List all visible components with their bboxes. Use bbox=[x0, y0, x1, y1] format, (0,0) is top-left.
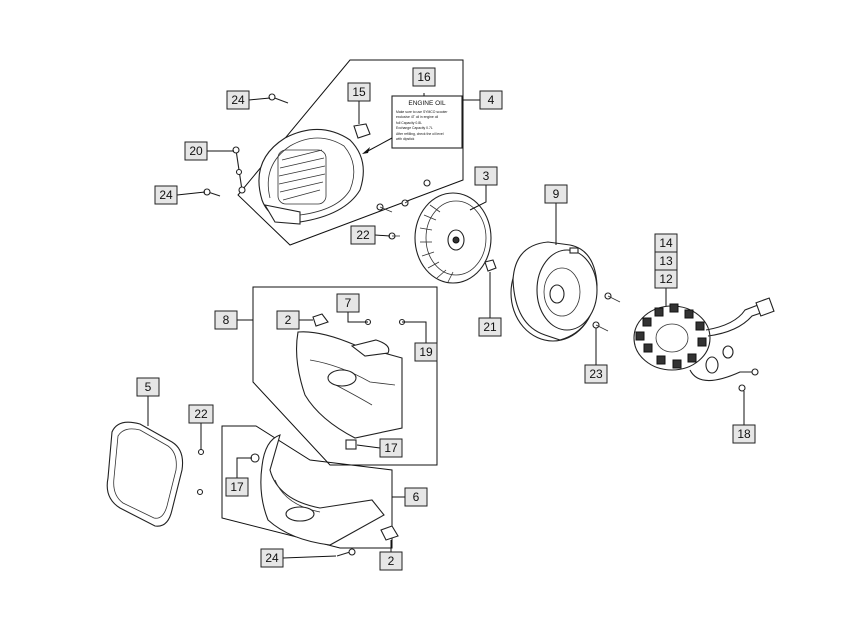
svg-text:8: 8 bbox=[223, 313, 230, 327]
callout-12: 12 bbox=[654, 269, 678, 289]
callout-21: 21 bbox=[478, 317, 502, 337]
callout-5: 5 bbox=[136, 377, 160, 397]
bolts-19 bbox=[364, 318, 406, 326]
callout-9: 9 bbox=[544, 184, 568, 204]
svg-text:9: 9 bbox=[553, 187, 560, 201]
callout-19: 19 bbox=[414, 342, 438, 362]
sticker-line-2: exclusive 4T oil in engine oil bbox=[396, 115, 438, 119]
fan-cover bbox=[258, 128, 364, 225]
callout-8: 8 bbox=[214, 310, 238, 330]
callout-2-lower: 2 bbox=[379, 551, 403, 571]
svg-text:21: 21 bbox=[483, 320, 497, 334]
engine-oil-sticker: ENGINE OIL Make sure to use SYMCO scoote… bbox=[391, 95, 463, 149]
bolt-24-bottom bbox=[336, 548, 356, 557]
sticker-arrow-head bbox=[362, 147, 370, 154]
svg-text:2: 2 bbox=[388, 554, 395, 568]
svg-text:22: 22 bbox=[194, 407, 208, 421]
upper-shroud bbox=[296, 331, 403, 439]
sticker-line-3: full Capacity 0.8L bbox=[396, 121, 422, 125]
stator bbox=[633, 303, 711, 371]
callout-17-upper: 17 bbox=[379, 438, 403, 458]
lower-shroud-group-frame bbox=[221, 425, 393, 549]
callout-18: 18 bbox=[732, 424, 756, 444]
callout-22-top: 22 bbox=[350, 225, 376, 245]
bolt-24-top bbox=[268, 93, 289, 104]
callout-17-lower: 17 bbox=[225, 477, 249, 497]
svg-text:15: 15 bbox=[352, 85, 366, 99]
callout-6: 6 bbox=[404, 487, 428, 507]
callout-16: 16 bbox=[412, 67, 436, 87]
sticker-line-6: with dipstick bbox=[396, 137, 415, 141]
gasket bbox=[106, 421, 184, 527]
leader-lines bbox=[147, 93, 745, 559]
svg-text:24: 24 bbox=[231, 93, 245, 107]
callout-22-lower: 22 bbox=[188, 404, 214, 424]
callout-15: 15 bbox=[347, 82, 371, 102]
bolts-23 bbox=[592, 292, 621, 332]
svg-text:5: 5 bbox=[145, 380, 152, 394]
clip-17-lower bbox=[250, 453, 260, 463]
callout-24-mid: 24 bbox=[154, 185, 178, 205]
svg-text:17: 17 bbox=[384, 441, 398, 455]
bolt-24-mid bbox=[203, 188, 221, 197]
sticker-line-4: Exchange Capacity 0.7L bbox=[396, 126, 433, 130]
callout-24-bottom: 24 bbox=[260, 548, 284, 568]
nut-21 bbox=[484, 259, 497, 272]
fan-cover-group-frame bbox=[237, 59, 464, 246]
clip-2-upper bbox=[312, 313, 329, 327]
svg-text:16: 16 bbox=[417, 70, 431, 84]
svg-text:6: 6 bbox=[413, 490, 420, 504]
cooling-fan bbox=[414, 192, 492, 284]
bolt-20 bbox=[232, 146, 246, 194]
svg-text:14: 14 bbox=[659, 236, 673, 250]
clip-17-upper bbox=[345, 439, 357, 450]
callout-20: 20 bbox=[184, 141, 208, 161]
cap-15 bbox=[353, 123, 371, 139]
svg-text:12: 12 bbox=[659, 272, 673, 286]
svg-text:17: 17 bbox=[230, 480, 244, 494]
svg-text:24: 24 bbox=[265, 551, 279, 565]
sticker-title: ENGINE OIL bbox=[408, 100, 446, 107]
callout-23: 23 bbox=[584, 364, 608, 384]
svg-text:4: 4 bbox=[488, 93, 495, 107]
svg-text:7: 7 bbox=[345, 296, 352, 310]
svg-text:3: 3 bbox=[483, 169, 490, 183]
svg-text:20: 20 bbox=[189, 144, 203, 158]
svg-text:2: 2 bbox=[285, 313, 292, 327]
callout-4: 4 bbox=[479, 90, 503, 110]
svg-text:18: 18 bbox=[737, 427, 751, 441]
bolt-18 bbox=[738, 368, 759, 392]
callout-13: 13 bbox=[654, 251, 678, 271]
sticker-line-1: Make sure to use SYMCO scooter bbox=[396, 110, 448, 114]
svg-text:22: 22 bbox=[356, 228, 370, 242]
callout-3: 3 bbox=[474, 166, 498, 186]
callout-14: 14 bbox=[654, 233, 678, 253]
bolts-22-lower bbox=[196, 448, 205, 496]
sticker-line-5: After refilling, check the oil level bbox=[396, 132, 444, 136]
flywheel bbox=[510, 241, 598, 342]
svg-text:24: 24 bbox=[159, 188, 173, 202]
callout-2-upper: 2 bbox=[276, 310, 300, 330]
sticker-arrow bbox=[365, 137, 393, 153]
lower-shroud bbox=[260, 434, 385, 546]
fan-bolts-22 bbox=[376, 179, 431, 240]
callout-7: 7 bbox=[336, 293, 360, 313]
svg-text:19: 19 bbox=[419, 345, 433, 359]
clip-2-lower bbox=[380, 525, 399, 541]
svg-text:13: 13 bbox=[659, 254, 673, 268]
callout-24-top: 24 bbox=[226, 90, 250, 110]
stator-wiring bbox=[689, 297, 775, 382]
svg-text:23: 23 bbox=[589, 367, 603, 381]
shroud-group-frame bbox=[252, 286, 438, 466]
